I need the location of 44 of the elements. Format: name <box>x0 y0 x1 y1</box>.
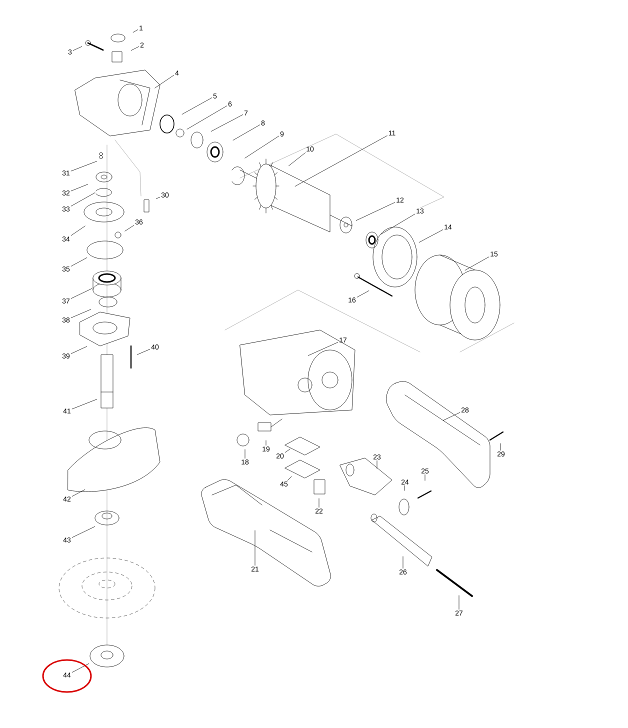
leader-line <box>70 226 86 236</box>
leader-line <box>130 46 140 51</box>
leader-line <box>500 443 501 451</box>
leader-line <box>458 595 460 610</box>
leader-line <box>156 196 160 199</box>
leader-line <box>70 161 97 172</box>
leader-line <box>210 114 244 132</box>
leader-line <box>244 449 246 459</box>
leader-line <box>72 663 90 673</box>
leader-line <box>70 288 92 299</box>
leader-line <box>288 152 306 166</box>
leader-line <box>284 448 290 453</box>
leader-line <box>402 556 404 569</box>
leader-line <box>132 30 138 33</box>
leader-line <box>232 124 260 140</box>
leader-line <box>442 412 460 421</box>
leader-line <box>70 257 88 266</box>
leader-line <box>424 474 426 481</box>
leader-line <box>70 192 96 206</box>
leader-line <box>70 346 88 354</box>
leader-line <box>418 230 444 243</box>
leader-line <box>356 290 370 298</box>
leader-line <box>464 256 490 270</box>
leader-line <box>70 309 91 318</box>
leader-line <box>72 526 96 538</box>
leader-line <box>154 74 174 88</box>
leader-line <box>308 342 338 356</box>
leader-line <box>380 214 416 234</box>
leader-line <box>287 476 292 481</box>
leader-line <box>318 498 320 508</box>
leader-line <box>72 489 86 497</box>
leader-line <box>182 98 212 114</box>
leader-line <box>294 135 388 187</box>
leader-line <box>356 202 396 221</box>
leader-line <box>70 184 88 192</box>
leader-line <box>254 530 256 566</box>
leader-line <box>72 46 82 51</box>
leader-line <box>137 349 150 355</box>
leader-line <box>186 106 228 130</box>
leader-line <box>244 136 280 158</box>
leader-line <box>124 225 134 232</box>
leader-line <box>404 485 405 491</box>
leader-line <box>72 399 97 410</box>
leader-line <box>376 460 378 469</box>
